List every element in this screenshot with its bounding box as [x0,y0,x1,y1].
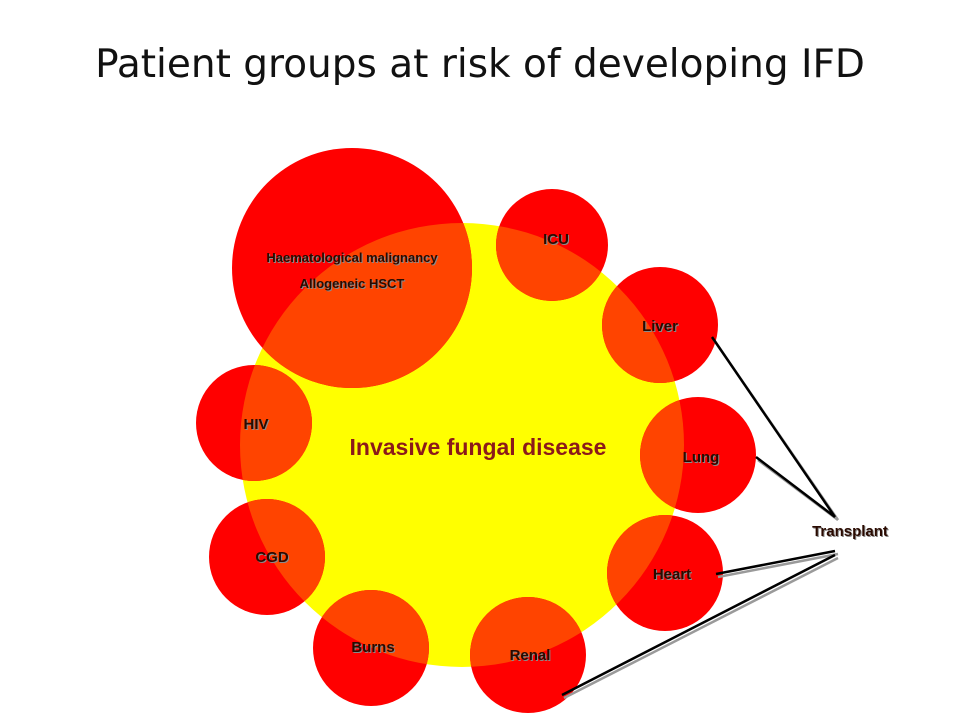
icu-label: ICU [543,231,569,248]
svg-text:HIV: HIV [244,417,269,434]
center-label: Invasive fungal disease [350,434,607,460]
heart-label: Heart [653,566,691,583]
svg-text:Lung: Lung [684,450,721,467]
hiv-label: HIV [243,416,268,433]
svg-text:Liver: Liver [643,319,679,336]
transplant-label: Transplant [812,523,888,540]
svg-text:Haematological malignancy: Haematological malignancy [267,251,439,266]
renal-connector [561,553,836,697]
svg-text:Renal: Renal [511,648,552,665]
svg-text:Heart: Heart [654,567,692,584]
renal-label: Renal [510,647,551,664]
svg-text:Transplant: Transplant [813,524,889,541]
liver-label: Liver [642,318,678,335]
liver-connector [710,336,837,518]
lung-connector [755,456,836,518]
svg-text:CGD: CGD [256,550,290,567]
svg-text:Allogeneic HSCT: Allogeneic HSCT [301,277,406,292]
slide-title: Patient groups at risk of developing IFD [95,42,865,87]
burns-label: Burns [351,639,394,656]
allogeneic-hsct-label: Allogeneic HSCT [300,276,405,291]
heart-connector [715,549,836,576]
svg-text:Burns: Burns [352,640,395,657]
transplant-connectors [561,336,840,700]
haematological-malignancy-label: Haematological malignancy [266,250,438,265]
svg-text:ICU: ICU [544,232,570,249]
cgd-label: CGD [255,549,289,566]
lung-label: Lung [683,449,720,466]
